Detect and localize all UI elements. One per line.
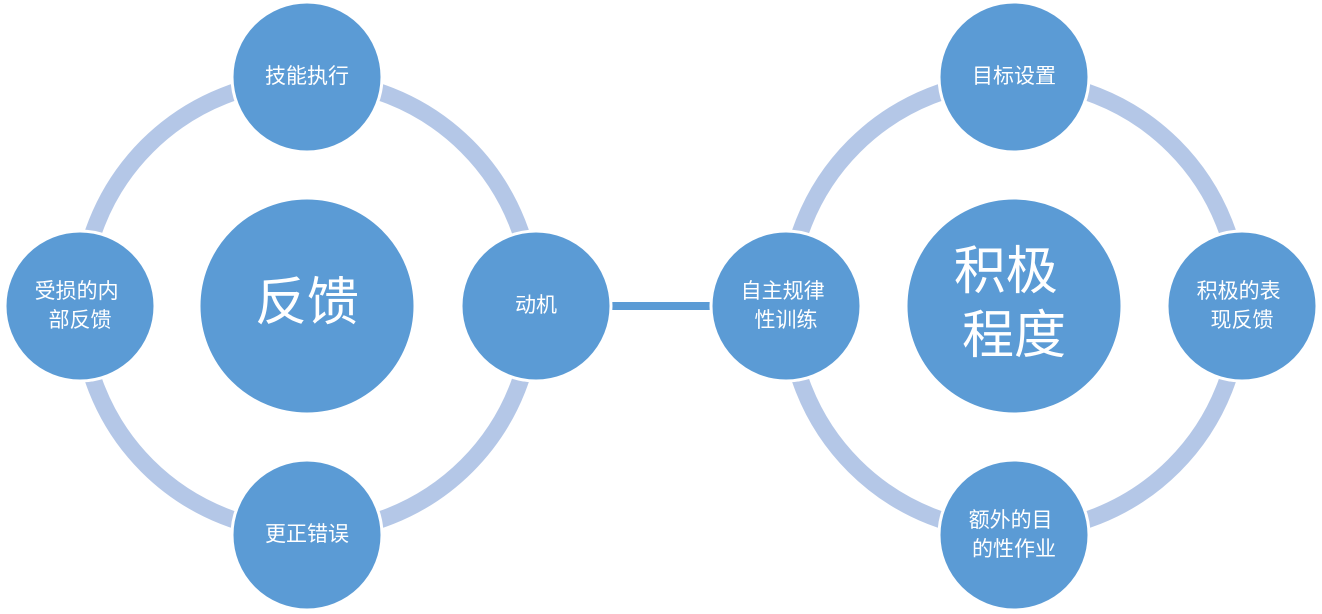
right-top-node: 目标设置 — [937, 0, 1091, 154]
right-left-label: 自主规律 性训练 — [741, 279, 832, 332]
right-left-node: 自主规律 性训练 — [709, 229, 863, 383]
right-top-label: 目标设置 — [972, 64, 1056, 88]
right-bottom-node: 额外的目 的性作业 — [937, 458, 1091, 612]
left-center-node: 反馈 — [197, 196, 417, 416]
right-center-node: 积极 程度 — [904, 196, 1124, 416]
left-bottom-label: 更正错误 — [265, 522, 349, 546]
left-right-node: 动机 — [459, 229, 613, 383]
left-center-label: 反馈 — [255, 273, 359, 333]
left-right-label: 动机 — [515, 293, 557, 317]
left-top-label: 技能执行 — [265, 64, 349, 88]
left-left-label: 受损的内 部反馈 — [35, 279, 126, 332]
right-bottom-label: 额外的目 的性作业 — [969, 508, 1060, 561]
left-left-node: 受损的内 部反馈 — [3, 229, 157, 383]
left-bottom-node: 更正错误 — [230, 458, 384, 612]
right-right-label: 积极的表 现反馈 — [1197, 279, 1288, 332]
right-right-node: 积极的表 现反馈 — [1165, 229, 1319, 383]
left-top-node: 技能执行 — [230, 0, 384, 154]
right-center-label: 积极 程度 — [954, 242, 1075, 366]
